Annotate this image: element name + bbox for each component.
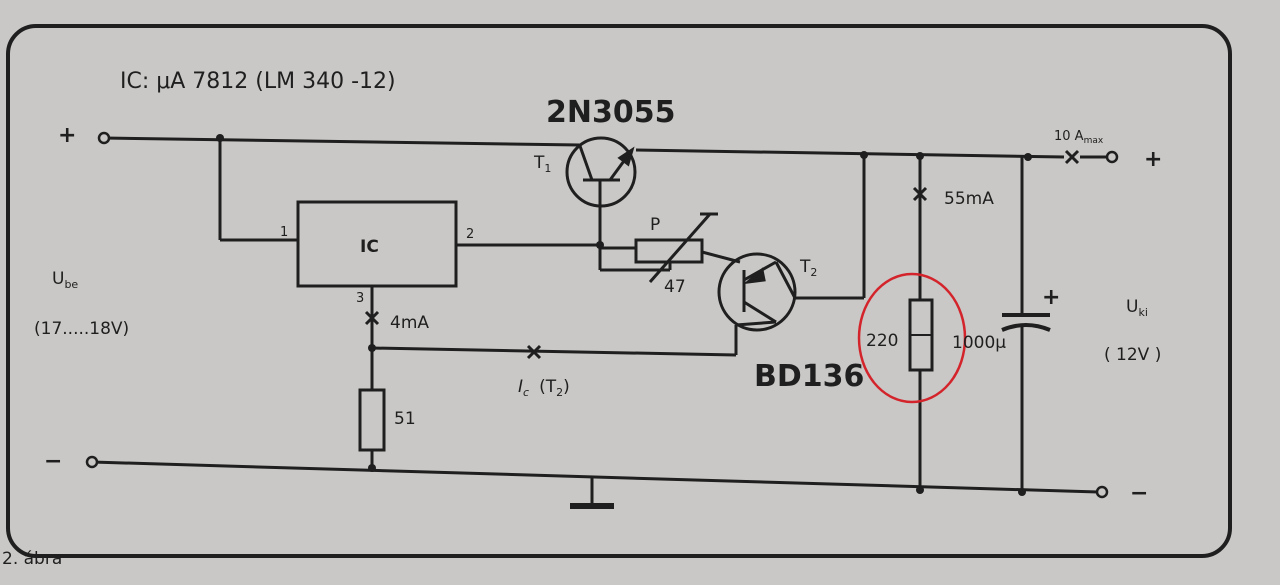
figure-caption: 2. ábra xyxy=(2,549,62,569)
ic-label: IC xyxy=(360,237,379,257)
t2-ic-sub: c xyxy=(523,386,529,399)
input-voltage-label: Ube xyxy=(52,269,78,291)
input-u-letter: U xyxy=(52,269,64,289)
t2-ic-paren: (T xyxy=(539,377,557,397)
t2-ic-letter: I xyxy=(518,377,523,397)
input-minus-terminal xyxy=(85,455,99,469)
highlight-circle xyxy=(857,272,967,404)
output-minus-terminal xyxy=(1095,485,1109,499)
output-plus-terminal xyxy=(1105,150,1119,164)
t2-ref-sub: 2 xyxy=(810,266,817,279)
t2-ref-letter: T xyxy=(799,257,811,277)
capacitor-value: 1000μ xyxy=(952,333,1006,353)
ic-pin3-current: 4mA xyxy=(390,313,429,333)
ic-title: IC: μA 7812 (LM 340 -12) xyxy=(120,69,396,94)
output-plus-label: + xyxy=(1144,147,1162,172)
junction-dots xyxy=(216,134,1032,496)
resistor-51-symbol xyxy=(358,388,386,452)
t1-ref: T1 xyxy=(533,153,551,175)
t1-ref-letter: T xyxy=(533,153,545,173)
capacitor-symbol xyxy=(1001,313,1051,332)
resistor-220-current: 55mA xyxy=(944,189,994,209)
transistor-t2-symbol xyxy=(717,252,797,332)
t1-part-number: 2N3055 xyxy=(546,95,675,130)
t2-ref: T2 xyxy=(799,257,817,279)
potentiometer-symbol xyxy=(634,212,718,283)
ic-pin2-label: 2 xyxy=(466,227,474,242)
output-current-sub: max xyxy=(1084,136,1104,146)
pot-value: 47 xyxy=(664,277,686,297)
output-u-letter: U xyxy=(1126,297,1138,317)
input-plus-label: + xyxy=(58,123,76,148)
output-minus-label: − xyxy=(1130,481,1148,506)
resistor-220-value: 220 xyxy=(866,331,898,351)
t2-ic-close: ) xyxy=(563,377,570,397)
resistor-51-value: 51 xyxy=(394,409,416,429)
t2-collector-current-label: Ic (T2) xyxy=(518,377,570,399)
input-plus-terminal xyxy=(97,131,111,145)
t1-ref-sub: 1 xyxy=(544,162,551,175)
t2-part-number: BD136 xyxy=(754,359,864,394)
output-current-value: 10 A xyxy=(1054,129,1084,144)
ic-block xyxy=(296,200,458,288)
input-u-sub: be xyxy=(64,278,78,291)
ic-pin3-label: 3 xyxy=(356,291,364,306)
wires xyxy=(91,136,1108,504)
input-minus-label: − xyxy=(44,449,62,474)
output-voltage-value: ( 12V ) xyxy=(1104,345,1161,365)
transistor-t1-symbol xyxy=(565,136,637,208)
measure-crosses xyxy=(364,149,1080,360)
outer-frame xyxy=(6,24,1232,558)
output-current-max: 10 Amax xyxy=(1054,129,1104,146)
t2-ic-paren-sub: 2 xyxy=(556,386,563,399)
capacitor-plus: + xyxy=(1042,285,1060,310)
input-voltage-range: (17.....18V) xyxy=(34,319,129,339)
output-voltage-label: Uki xyxy=(1126,297,1148,319)
output-u-sub: ki xyxy=(1138,306,1147,319)
pot-ref: P xyxy=(650,215,660,235)
ic-pin1-label: 1 xyxy=(280,225,288,240)
